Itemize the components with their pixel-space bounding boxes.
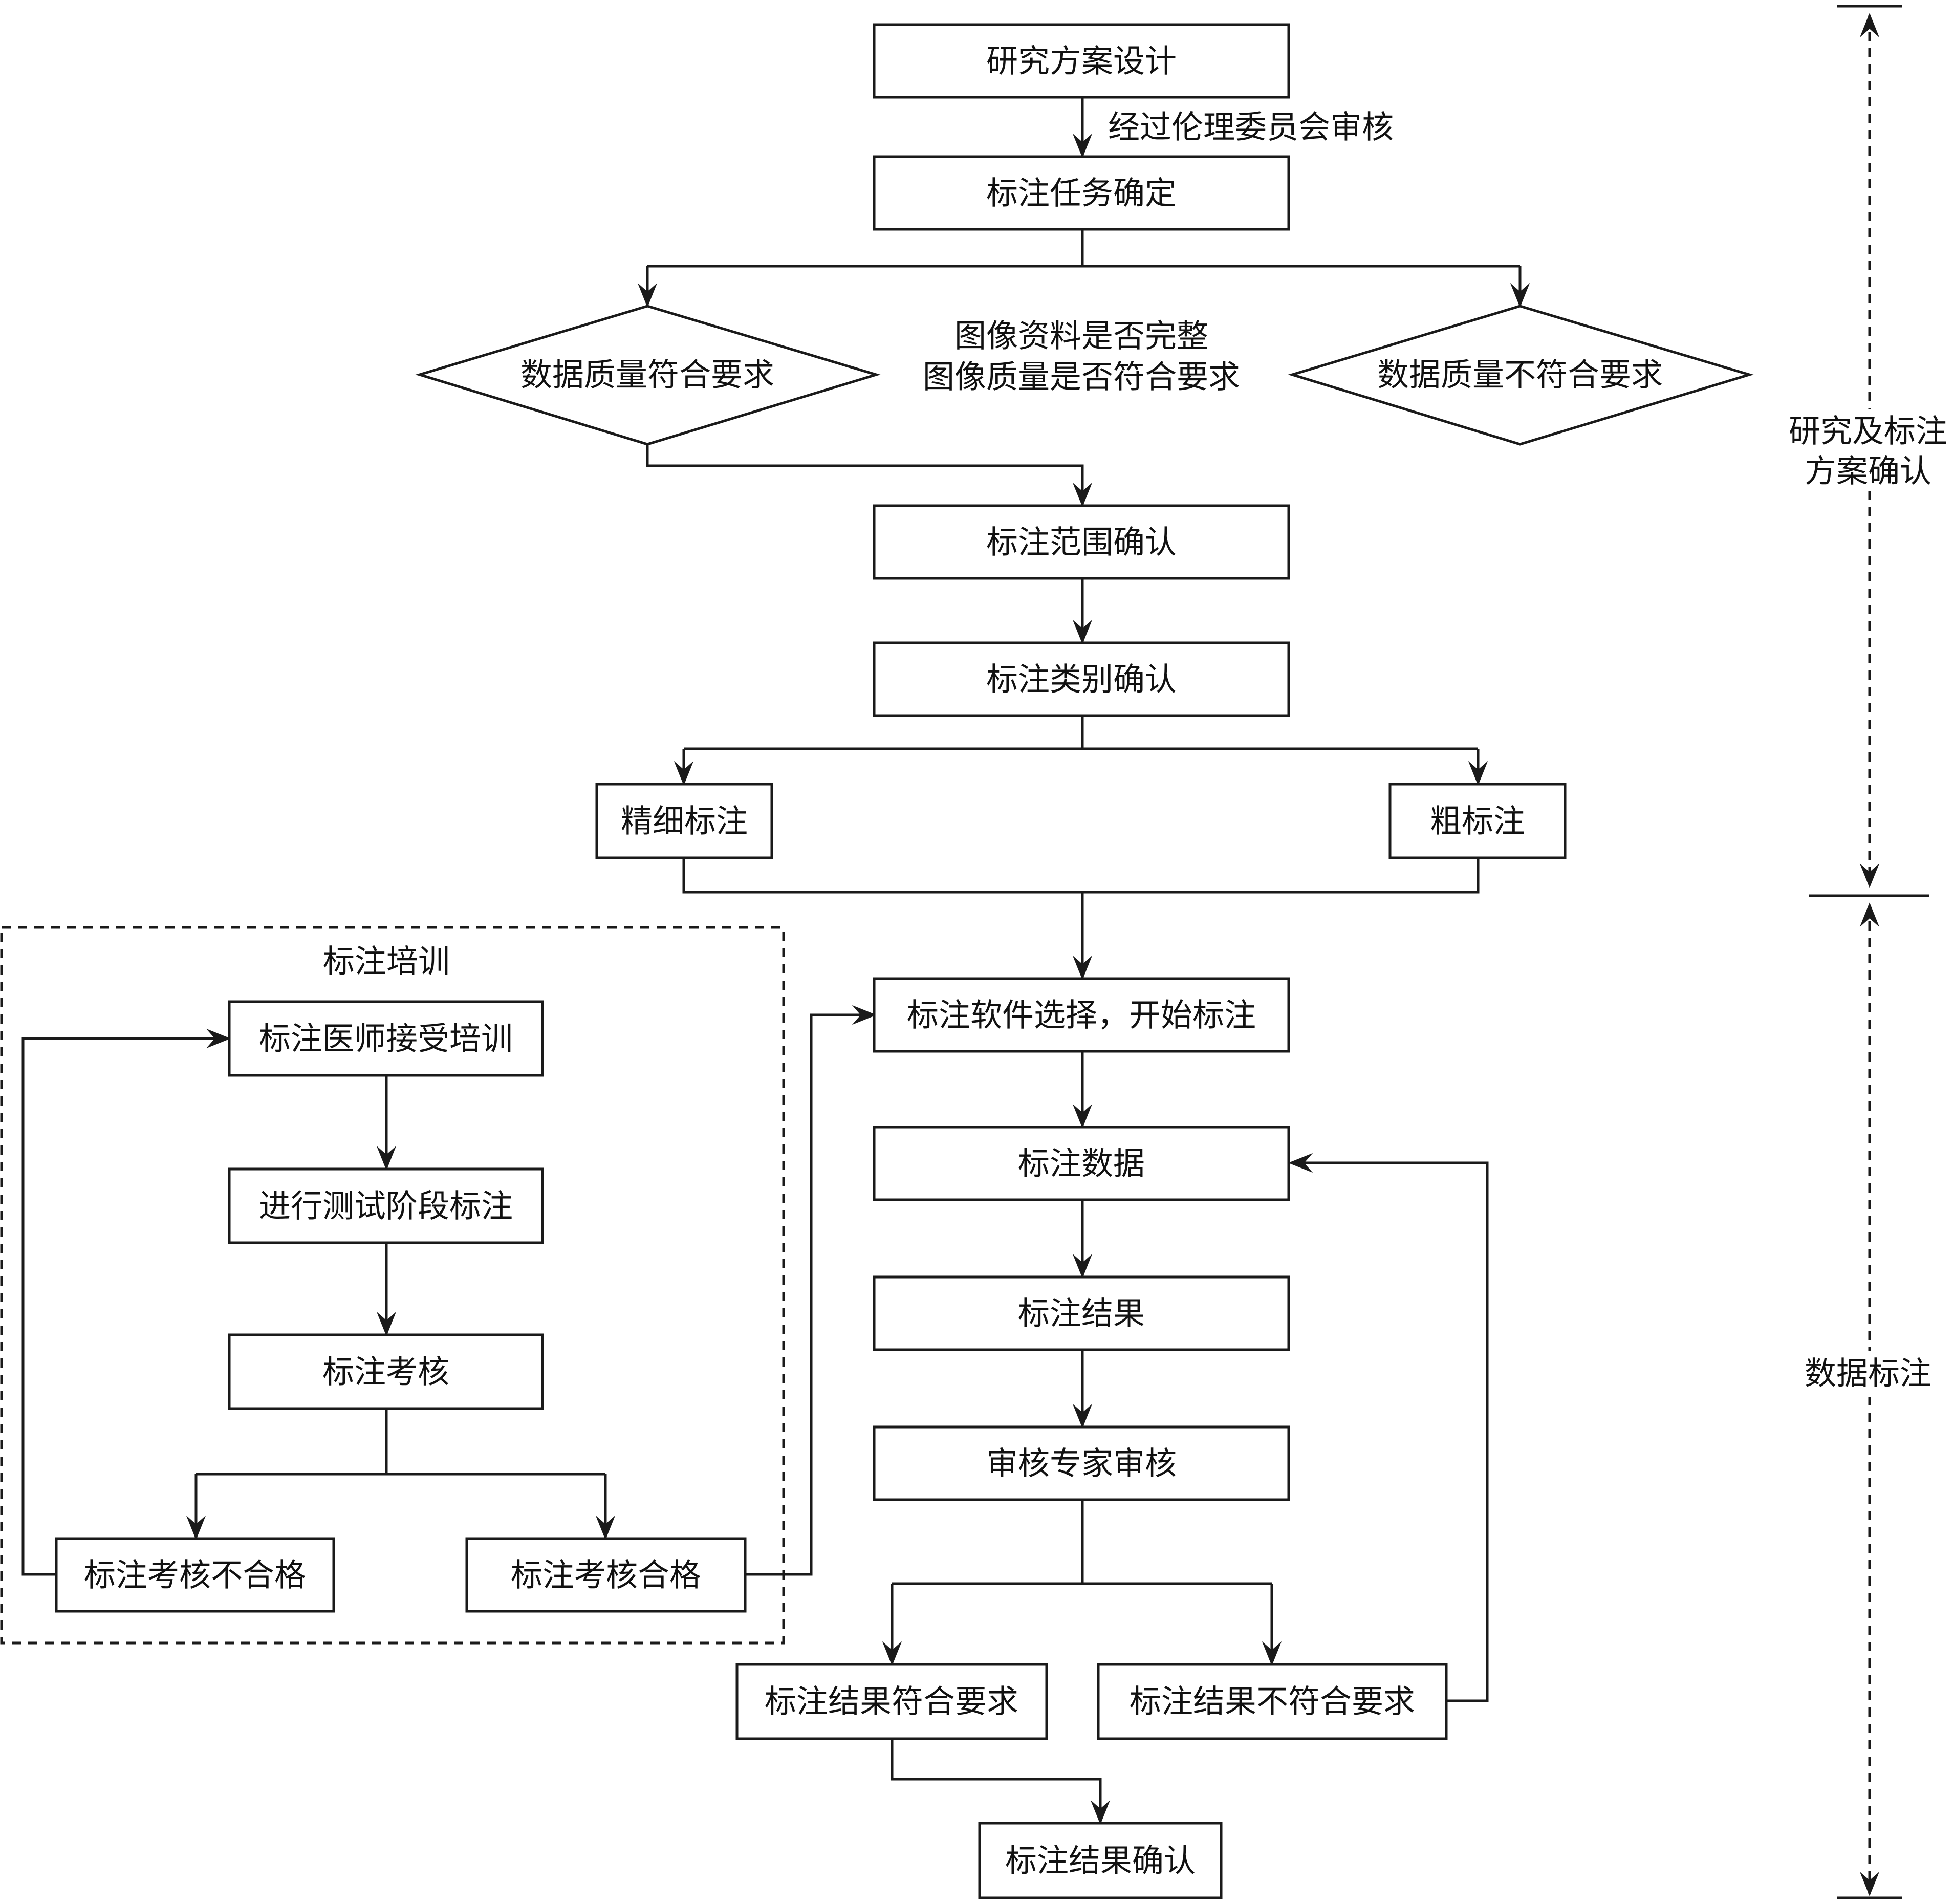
node-doctor-training: 标注医师接受培训	[228, 1000, 544, 1077]
split-task-to-quality	[647, 229, 1520, 268]
node-coarse-label: 粗标注	[1388, 783, 1567, 859]
phase-timeline: 研究及标注 方案确认 数据标注	[1781, 5, 1954, 1899]
node-result-confirm: 标注结果确认	[978, 1822, 1223, 1899]
svg-text:标注软件选择，开始标注: 标注软件选择，开始标注	[907, 997, 1256, 1034]
svg-text:标注考核合格: 标注考核合格	[511, 1556, 701, 1594]
phase2-label-bg	[1786, 1351, 1954, 1397]
phase2-label: 数据标注	[1805, 1355, 1931, 1392]
node-quality-bad: 数据质量不符合要求	[1288, 305, 1754, 446]
node-label-result: 标注结果	[873, 1275, 1290, 1351]
arrow-assess-fail-loop-to-training	[21, 1028, 231, 1576]
split-category-to-label-type	[684, 716, 1478, 750]
node-category-confirm: 标注类别确认	[873, 641, 1290, 717]
svg-text:标注数据: 标注数据	[1018, 1145, 1145, 1182]
node-result-bad: 标注结果不符合要求	[1097, 1663, 1448, 1740]
svg-text:研究方案设计: 研究方案设计	[986, 42, 1177, 80]
merge-label-types	[682, 858, 1480, 894]
node-fine-label: 精细标注	[595, 783, 773, 859]
arrow-quality-ok-to-scope	[646, 445, 1093, 507]
svg-text:标注结果不符合要求: 标注结果不符合要求	[1130, 1683, 1415, 1720]
annotation-quality-question-2: 图像质量是否符合要求	[923, 358, 1240, 396]
connectors	[21, 97, 1530, 1825]
svg-text:标注医师接受培训: 标注医师接受培训	[259, 1020, 513, 1057]
svg-text:标注范围确认: 标注范围确认	[986, 524, 1177, 561]
node-quality-ok: 数据质量符合要求	[415, 305, 881, 446]
training-group-frame	[0, 926, 785, 1645]
svg-text:进行测试阶段标注: 进行测试阶段标注	[259, 1187, 513, 1225]
training-group-title: 标注培训	[323, 943, 450, 980]
svg-text:数据质量符合要求: 数据质量符合要求	[520, 356, 774, 394]
node-scope-confirm: 标注范围确认	[873, 504, 1290, 580]
node-assess-fail: 标注考核不合格	[55, 1537, 335, 1613]
svg-text:标注考核: 标注考核	[322, 1353, 449, 1391]
node-research-design: 研究方案设计	[873, 23, 1290, 99]
phase1-label-line1: 研究及标注	[1789, 413, 1947, 450]
node-test-stage: 进行测试阶段标注	[228, 1167, 544, 1244]
svg-text:标注任务确定: 标注任务确定	[986, 175, 1177, 212]
node-label-data: 标注数据	[873, 1126, 1290, 1201]
svg-text:精细标注: 精细标注	[621, 803, 748, 840]
arrow-assess-pass-to-software	[745, 1005, 877, 1576]
svg-text:粗标注: 粗标注	[1430, 803, 1525, 840]
node-expert-review: 审核专家审核	[873, 1425, 1290, 1501]
node-software-start: 标注软件选择，开始标注	[873, 977, 1290, 1053]
svg-text:标注结果: 标注结果	[1018, 1295, 1145, 1332]
phase1-label-line2: 方案确认	[1805, 452, 1931, 490]
node-task-define: 标注任务确定	[873, 155, 1290, 231]
annotation-ethics: 经过伦理委员会审核	[1108, 109, 1394, 146]
svg-text:标注考核不合格: 标注考核不合格	[84, 1556, 306, 1594]
phase1-label-bg	[1781, 409, 1954, 491]
split-review-to-outcome	[892, 1500, 1272, 1585]
svg-text:数据质量不符合要求: 数据质量不符合要求	[1377, 356, 1663, 394]
node-assess-pass: 标注考核合格	[465, 1537, 747, 1613]
node-result-ok: 标注结果符合要求	[735, 1663, 1048, 1740]
annotation-quality-question-1: 图像资料是否完整	[954, 317, 1208, 355]
svg-text:标注类别确认: 标注类别确认	[986, 661, 1177, 698]
arrow-result-bad-loop-to-data	[1288, 1153, 1489, 1702]
svg-text:标注结果确认: 标注结果确认	[1005, 1842, 1196, 1879]
svg-text:标注结果符合要求: 标注结果符合要求	[765, 1683, 1018, 1720]
node-assessment: 标注考核	[228, 1333, 544, 1410]
svg-text:审核专家审核: 审核专家审核	[986, 1445, 1177, 1482]
split-assessment	[196, 1409, 605, 1476]
arrow-result-ok-to-confirm	[891, 1739, 1111, 1825]
